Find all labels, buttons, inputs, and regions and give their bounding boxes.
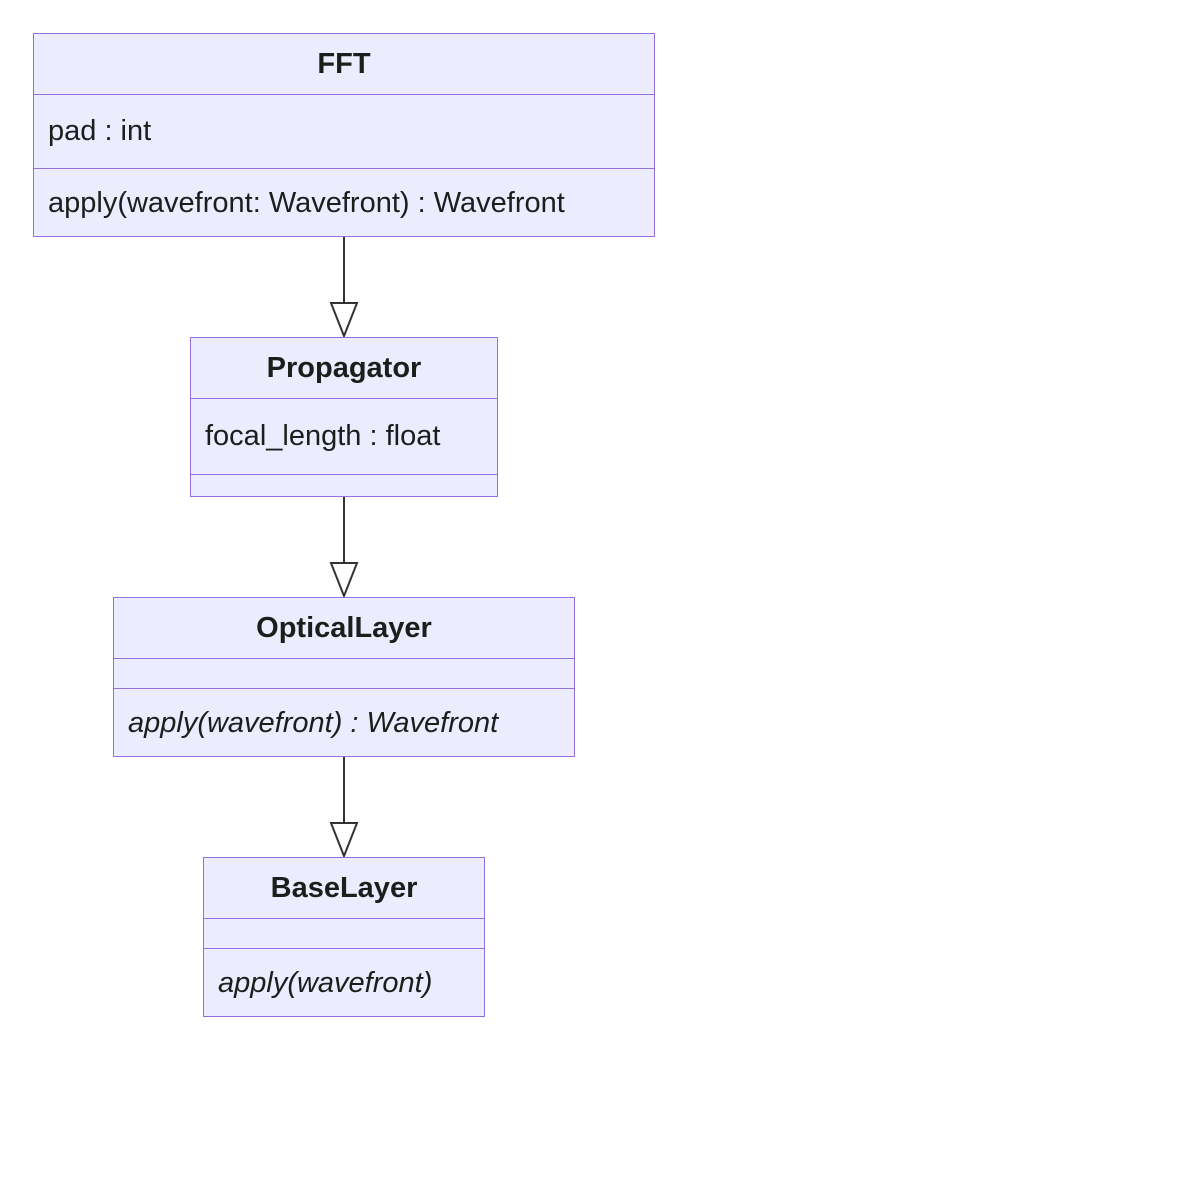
class-method-baselayer-apply: apply(wavefront): [204, 948, 484, 1018]
class-title-opticallayer: OpticalLayer: [256, 611, 432, 644]
inheritance-arrow-opticallayer-baselayer: [329, 757, 359, 857]
class-method-fft-apply: apply(wavefront: Wavefront) : Wavefront: [34, 168, 654, 238]
inheritance-arrow-fft-propagator: [329, 237, 359, 337]
class-title-baselayer: BaseLayer: [270, 871, 418, 904]
class-title-propagator: Propagator: [266, 351, 422, 384]
class-attributes-opticallayer-empty: [114, 658, 574, 688]
class-box-opticallayer: OpticalLayer apply(wavefront) : Wavefron…: [113, 597, 575, 757]
class-methods-propagator-empty: [191, 474, 497, 498]
class-method-opticallayer-apply: apply(wavefront) : Wavefront: [114, 688, 574, 758]
class-box-baselayer: BaseLayer apply(wavefront): [203, 857, 485, 1017]
class-box-fft: FFT pad : int apply(wavefront: Wavefront…: [33, 33, 655, 237]
class-attribute-fft-pad: pad : int: [34, 94, 654, 168]
class-attributes-baselayer-empty: [204, 918, 484, 948]
inheritance-arrow-propagator-opticallayer: [329, 497, 359, 597]
class-box-propagator: Propagator focal_length : float: [190, 337, 498, 497]
class-title-fft: FFT: [317, 47, 371, 80]
class-attribute-propagator-focal-length: focal_length : float: [191, 398, 497, 474]
